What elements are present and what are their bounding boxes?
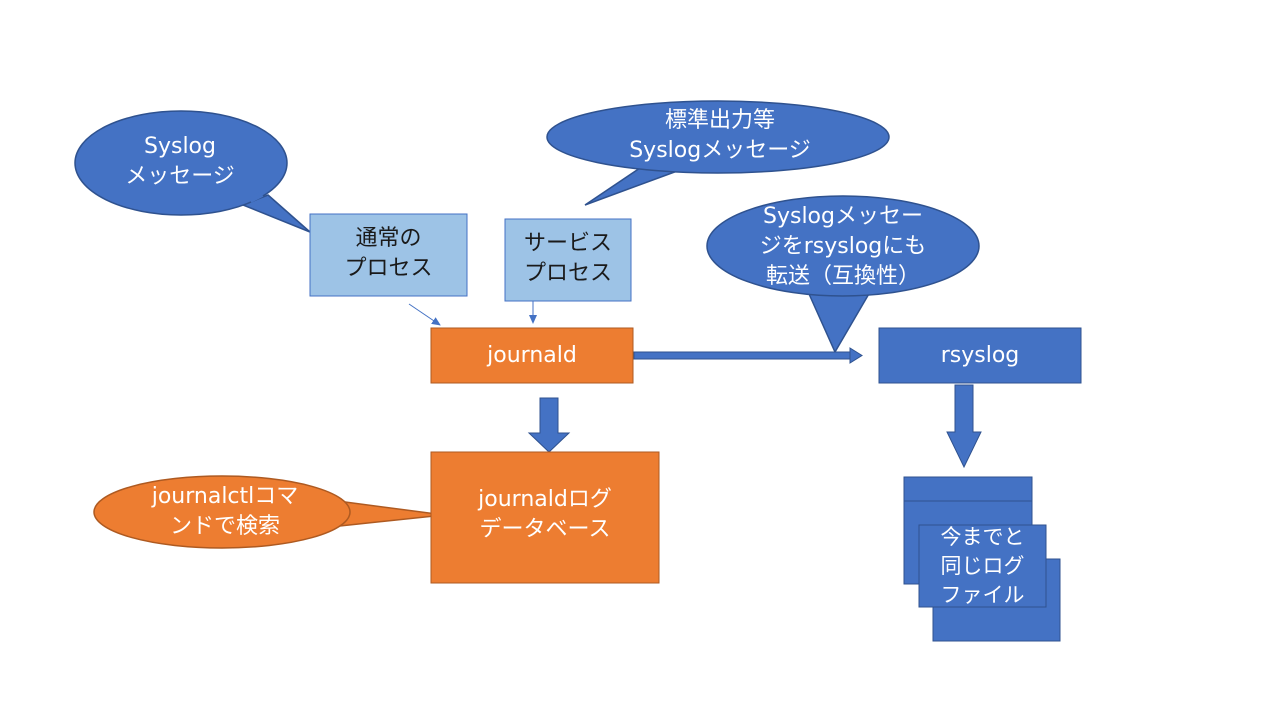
stdout-callout xyxy=(546,100,890,206)
log-files-stack xyxy=(903,476,1061,642)
stdout-callout-line1: 標準出力等 xyxy=(664,108,775,133)
log-files-line2: 同じログ xyxy=(940,553,1025,578)
forward-callout-line1: Syslogメッセー xyxy=(763,204,923,229)
log-files-line3: ファイル xyxy=(940,582,1025,607)
journald-db-line2: データベース xyxy=(479,517,611,542)
normal-process-text: 通常の プロセス xyxy=(310,222,467,286)
journalctl-callout-line1: journalctlコマ xyxy=(151,484,299,509)
journalctl-callout-line2: ンドで検索 xyxy=(169,514,280,539)
rsyslog-to-files-arrow xyxy=(946,384,982,469)
rsyslog-box xyxy=(878,327,1082,384)
journald-label: journald xyxy=(487,342,577,368)
journalctl-callout-text: journalctlコマ ンドで検索 xyxy=(110,480,340,544)
log-files-text: 今までと 同じログ ファイル xyxy=(919,522,1046,610)
journald-db-box xyxy=(430,451,660,584)
log-files-line1: 今までと xyxy=(940,524,1025,549)
journald-db-text: journaldログ データベース xyxy=(431,480,659,550)
service-process-text: サービス プロセス xyxy=(505,227,631,291)
service-process-line2: プロセス xyxy=(523,261,612,286)
forward-callout xyxy=(706,195,980,354)
journald-box xyxy=(430,327,634,384)
journald-db-line1: journaldログ xyxy=(478,487,612,512)
forward-callout-text: Syslogメッセー ジをrsyslogにも 転送（互換性） xyxy=(730,200,956,294)
normal-process-box xyxy=(309,213,468,297)
forward-callout-line3: 転送（互換性） xyxy=(765,264,920,289)
normal-to-journald-arrow xyxy=(408,303,441,326)
syslog-callout-line2: メッセージ xyxy=(125,164,235,189)
service-process-box xyxy=(504,218,632,302)
stdout-callout-text: 標準出力等 Syslogメッセージ xyxy=(590,104,850,168)
forward-callout-line2: ジをrsyslogにも xyxy=(759,234,927,259)
normal-process-line1: 通常の xyxy=(355,226,422,251)
service-process-line1: サービス xyxy=(523,231,612,256)
journald-to-rsyslog-arrow xyxy=(633,347,863,364)
stdout-callout-line2: Syslogメッセージ xyxy=(629,138,811,163)
journald-text: journald xyxy=(431,328,633,383)
rsyslog-label: rsyslog xyxy=(940,342,1020,368)
rsyslog-text: rsyslog xyxy=(879,328,1081,383)
syslog-callout-text: Syslog メッセージ xyxy=(90,130,270,194)
syslog-callout xyxy=(74,110,311,233)
normal-process-line2: プロセス xyxy=(344,256,433,281)
journald-to-db-arrow xyxy=(527,397,571,453)
journalctl-callout xyxy=(93,475,445,549)
syslog-callout-line1: Syslog xyxy=(144,134,216,159)
